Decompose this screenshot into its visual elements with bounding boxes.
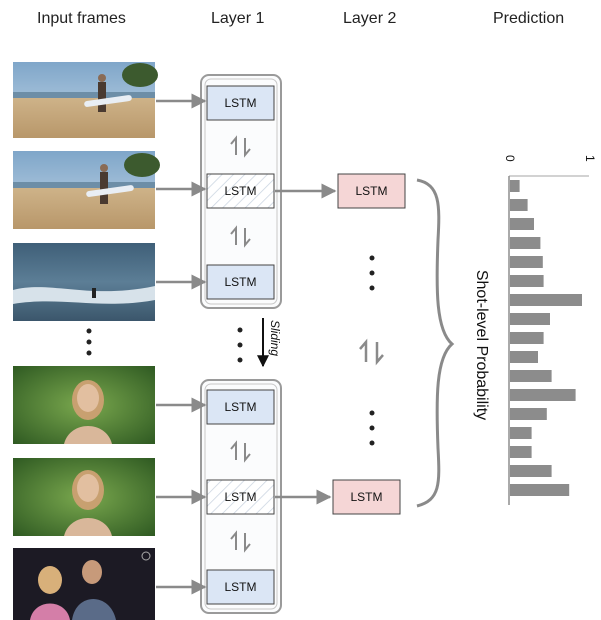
probability-bar	[510, 199, 528, 211]
probability-bar	[510, 218, 534, 230]
probability-bar	[510, 465, 552, 477]
probability-bar	[510, 275, 544, 287]
bidirectional-arrow-icon	[359, 338, 384, 366]
bidirectional-arrow-icon	[230, 530, 251, 553]
frame-5-portrait	[13, 458, 155, 536]
probability-bar	[510, 351, 538, 363]
layer1-ellipsis	[237, 327, 243, 363]
frame-6-night-couple	[13, 548, 155, 620]
lstm-cell-hatched: LSTM	[206, 173, 275, 209]
bidirectional-arrow-icon	[230, 440, 251, 463]
frame-3-surfing-wave	[13, 243, 155, 321]
probability-bar	[510, 484, 570, 496]
lstm-cell-layer2: LSTM	[337, 173, 406, 209]
probability-bar	[510, 256, 543, 268]
probability-bar	[510, 446, 532, 458]
layer2-ellipsis-top	[369, 255, 375, 291]
bidirectional-arrow-icon	[230, 135, 251, 158]
header-prediction: Prediction	[493, 10, 565, 27]
probability-bar	[510, 408, 547, 420]
svg-text:LSTM: LSTM	[224, 184, 256, 198]
probability-bar	[510, 237, 541, 249]
probability-bar	[510, 332, 544, 344]
probability-bar	[510, 389, 576, 401]
lstm-cell-layer2: LSTM	[332, 479, 401, 515]
probability-bar	[510, 313, 550, 325]
frames-ellipsis	[86, 328, 92, 356]
lstm-cell: LSTM	[206, 264, 275, 300]
layer2-ellipsis-bottom	[369, 410, 375, 446]
header-layer1: Layer 1	[211, 10, 265, 27]
header-input-frames: Input frames	[37, 10, 126, 27]
lstm-cell: LSTM	[206, 85, 275, 121]
frame-2-beach-surfer	[13, 151, 160, 229]
svg-text:LSTM: LSTM	[350, 490, 382, 504]
svg-text:LSTM: LSTM	[224, 580, 256, 594]
curly-brace-icon	[416, 178, 455, 508]
prediction-chart: 0 1	[503, 155, 597, 505]
svg-text:LSTM: LSTM	[224, 96, 256, 110]
frame-4-portrait	[13, 366, 155, 444]
svg-text:LSTM: LSTM	[224, 275, 256, 289]
sliding-label: Sliding	[268, 320, 282, 356]
lstm-cell: LSTM	[206, 569, 275, 605]
layer1-to-layer2-arrows	[275, 183, 337, 505]
bidirectional-arrow-icon	[230, 225, 251, 248]
lstm-cell-hatched: LSTM	[206, 479, 275, 515]
svg-text:LSTM: LSTM	[224, 400, 256, 414]
axis-tick-0: 0	[503, 155, 517, 162]
frame-1-beach-surfer	[13, 62, 158, 138]
frame-to-layer1-arrows	[156, 93, 207, 595]
probability-bar	[510, 180, 520, 192]
svg-text:LSTM: LSTM	[224, 490, 256, 504]
header-layer2: Layer 2	[343, 10, 397, 27]
probability-bar	[510, 427, 532, 439]
svg-text:LSTM: LSTM	[355, 184, 387, 198]
lstm-cell: LSTM	[206, 389, 275, 425]
probability-bar	[510, 294, 582, 306]
probability-bar	[510, 370, 552, 382]
axis-tick-1: 1	[583, 155, 597, 162]
probability-label: Shot-level Probability	[473, 270, 490, 420]
